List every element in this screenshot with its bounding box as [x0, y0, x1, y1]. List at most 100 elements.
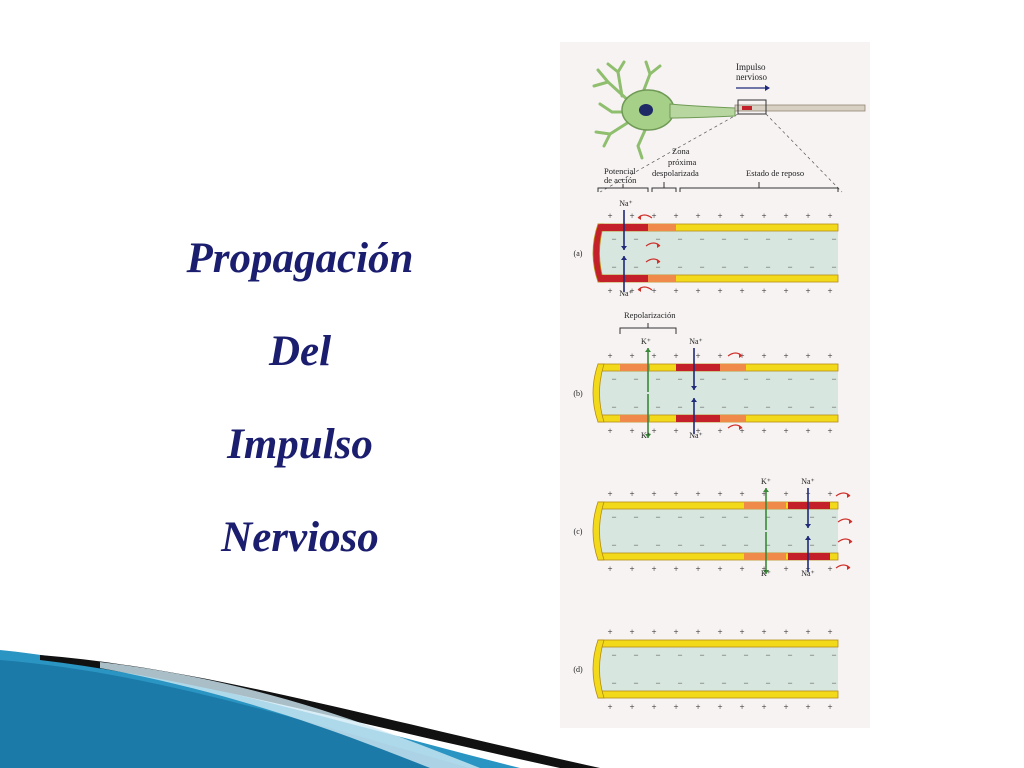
charge-inside-top: − [765, 234, 770, 244]
charge-outside-bottom: + [783, 286, 788, 296]
charge-inside-top: − [699, 650, 704, 660]
charge-outside-bottom: + [651, 702, 656, 712]
charge-inside-bottom: − [743, 402, 748, 412]
charge-inside-bottom: − [765, 540, 770, 550]
charge-inside-bottom: − [809, 402, 814, 412]
ion-na-label: Na⁺ [619, 289, 633, 298]
charge-outside-top: + [651, 211, 656, 221]
charge-outside-bottom: + [651, 426, 656, 436]
ion-na-label: Na⁺ [801, 569, 815, 578]
charge-inside-top: − [809, 512, 814, 522]
charge-inside-top: − [721, 234, 726, 244]
charge-inside-bottom: − [721, 262, 726, 272]
charge-outside-top: + [695, 351, 700, 361]
charge-outside-bottom: + [805, 286, 810, 296]
header-potential-line2: de acción [604, 175, 637, 185]
slide-title: Propagación Del Impulso Nervioso [150, 212, 450, 584]
charge-inside-bottom: − [611, 678, 616, 688]
charge-inside-bottom: − [721, 540, 726, 550]
charge-outside-top: + [673, 627, 678, 637]
charge-inside-bottom: − [743, 678, 748, 688]
charge-outside-top: + [673, 211, 678, 221]
membrane-zone-top [788, 502, 830, 509]
charge-outside-top: + [761, 489, 766, 499]
charge-outside-top: + [717, 489, 722, 499]
membrane-zone-bottom [676, 415, 720, 422]
header-potential-line1: Potencial [604, 166, 636, 176]
charge-outside-top: + [783, 351, 788, 361]
panel-label: (d) [573, 665, 583, 674]
charge-inside-bottom: − [765, 678, 770, 688]
header-zone-line2: próxima [668, 157, 697, 167]
charge-inside-top: − [809, 374, 814, 384]
charge-outside-top: + [717, 627, 722, 637]
charge-inside-top: − [677, 512, 682, 522]
axon-interior [598, 224, 838, 282]
charge-outside-bottom: + [739, 426, 744, 436]
charge-outside-bottom: + [805, 702, 810, 712]
charge-inside-bottom: − [787, 540, 792, 550]
charge-inside-top: − [677, 650, 682, 660]
charge-outside-top: + [717, 351, 722, 361]
membrane-zone-top [620, 364, 650, 371]
local-current-arrow-head [739, 353, 742, 358]
charge-outside-bottom: + [717, 426, 722, 436]
charge-outside-bottom: + [761, 702, 766, 712]
charge-outside-bottom: + [739, 286, 744, 296]
membrane-top [597, 639, 839, 648]
charge-outside-top: + [607, 351, 612, 361]
charge-inside-bottom: − [699, 262, 704, 272]
panel-label: (b) [573, 389, 583, 398]
charge-outside-top: + [607, 627, 612, 637]
ion-na-label: Na⁺ [801, 477, 815, 486]
membrane-zone-top [648, 224, 676, 231]
charge-outside-bottom: + [827, 286, 832, 296]
charge-outside-bottom: + [761, 564, 766, 574]
local-current-arrow-head [657, 259, 660, 264]
charge-inside-top: − [611, 512, 616, 522]
local-current-arrow-head [739, 425, 742, 430]
charge-inside-top: − [721, 374, 726, 384]
charge-outside-bottom: + [673, 286, 678, 296]
charge-inside-bottom: − [721, 402, 726, 412]
local-current-arrow-head [849, 539, 852, 544]
ion-k-label: K⁺ [641, 337, 651, 346]
membrane-zone-top [676, 364, 720, 371]
charge-inside-bottom: − [831, 678, 836, 688]
charge-inside-top: − [699, 234, 704, 244]
membrane-zone-top [744, 502, 786, 509]
charge-inside-bottom: − [743, 262, 748, 272]
local-current-arrow-head [657, 243, 660, 248]
na-inflow-arrow-head [691, 386, 697, 390]
charge-outside-top: + [783, 489, 788, 499]
charge-inside-bottom: − [633, 678, 638, 688]
charge-inside-bottom: − [831, 402, 836, 412]
axon-interior [598, 364, 838, 422]
charge-inside-bottom: − [765, 402, 770, 412]
k-outflow-arrow-head [763, 570, 769, 574]
charge-outside-top: + [827, 351, 832, 361]
charge-outside-bottom: + [607, 564, 612, 574]
charge-outside-top: + [695, 211, 700, 221]
charge-inside-top: − [721, 650, 726, 660]
charge-outside-bottom: + [761, 426, 766, 436]
k-outflow-arrow-head [645, 348, 651, 352]
charge-outside-top: + [805, 211, 810, 221]
title-line-impulso: Impulso [227, 421, 373, 468]
charge-outside-bottom: + [673, 702, 678, 712]
charge-inside-top: − [633, 374, 638, 384]
ion-na-label: Na⁺ [689, 337, 703, 346]
charge-inside-top: − [787, 512, 792, 522]
charge-inside-top: − [743, 374, 748, 384]
charge-inside-bottom: − [611, 402, 616, 412]
charge-inside-top: − [831, 512, 836, 522]
charge-inside-bottom: − [633, 402, 638, 412]
charge-outside-bottom: + [695, 286, 700, 296]
charge-outside-bottom: + [673, 564, 678, 574]
charge-inside-top: − [765, 650, 770, 660]
membrane-bottom [597, 690, 839, 699]
charge-outside-bottom: + [695, 426, 700, 436]
charge-inside-bottom: − [787, 402, 792, 412]
charge-outside-bottom: + [629, 702, 634, 712]
charge-inside-top: − [787, 650, 792, 660]
